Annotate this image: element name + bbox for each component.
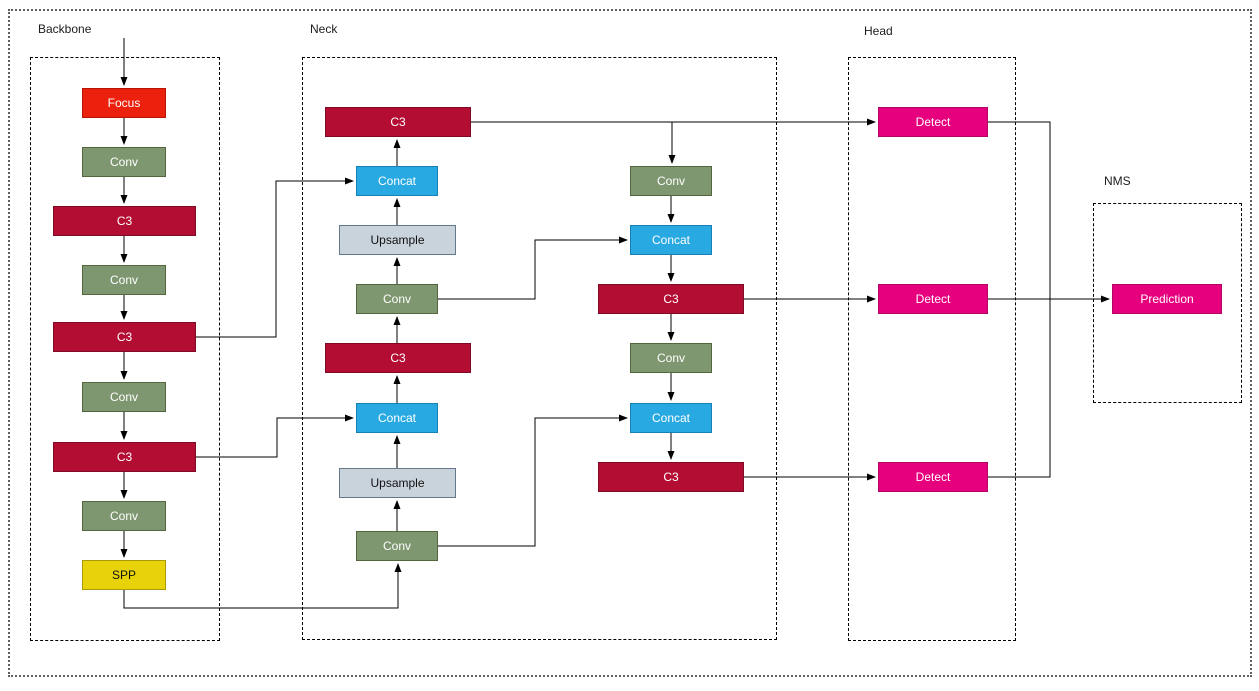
backbone-group-box: [30, 57, 220, 641]
backbone-conv-block-2: Conv: [82, 265, 166, 295]
head-group-label: Head: [864, 24, 893, 38]
neck-conv-block-bottom: Conv: [356, 531, 438, 561]
neck-c3-block-r2: C3: [598, 462, 744, 492]
backbone-spp-block: SPP: [82, 560, 166, 590]
head-group-box: [848, 57, 1016, 641]
neck-concat-block-r2: Concat: [630, 403, 712, 433]
neck-upsample-block-2: Upsample: [339, 468, 456, 498]
neck-concat-block-1: Concat: [356, 166, 438, 196]
backbone-group-label: Backbone: [38, 22, 92, 36]
neck-concat-block-2: Concat: [356, 403, 438, 433]
neck-c3-block-top: C3: [325, 107, 471, 137]
neck-conv-block-r2: Conv: [630, 343, 712, 373]
nms-prediction-block: Prediction: [1112, 284, 1222, 314]
neck-group-box: [302, 57, 777, 640]
backbone-conv-block-3: Conv: [82, 382, 166, 412]
neck-conv-block-r1: Conv: [630, 166, 712, 196]
nms-group-label: NMS: [1104, 174, 1131, 188]
neck-upsample-block-1: Upsample: [339, 225, 456, 255]
head-detect-block-3: Detect: [878, 462, 988, 492]
neck-concat-block-r1: Concat: [630, 225, 712, 255]
page-dotted-border: [8, 9, 1252, 677]
backbone-c3-block-1: C3: [53, 206, 196, 236]
neck-c3-block-r1: C3: [598, 284, 744, 314]
neck-c3-block-mid: C3: [325, 343, 471, 373]
backbone-c3-block-2: C3: [53, 322, 196, 352]
connector-arrows: [120, 38, 1110, 609]
backbone-conv-block-1: Conv: [82, 147, 166, 177]
neck-conv-block-mid: Conv: [356, 284, 438, 314]
backbone-focus-block: Focus: [82, 88, 166, 118]
head-detect-block-2: Detect: [878, 284, 988, 314]
nms-group-box: [1093, 203, 1242, 403]
backbone-conv-block-4: Conv: [82, 501, 166, 531]
head-detect-block-1: Detect: [878, 107, 988, 137]
backbone-c3-block-3: C3: [53, 442, 196, 472]
neck-group-label: Neck: [310, 22, 338, 36]
